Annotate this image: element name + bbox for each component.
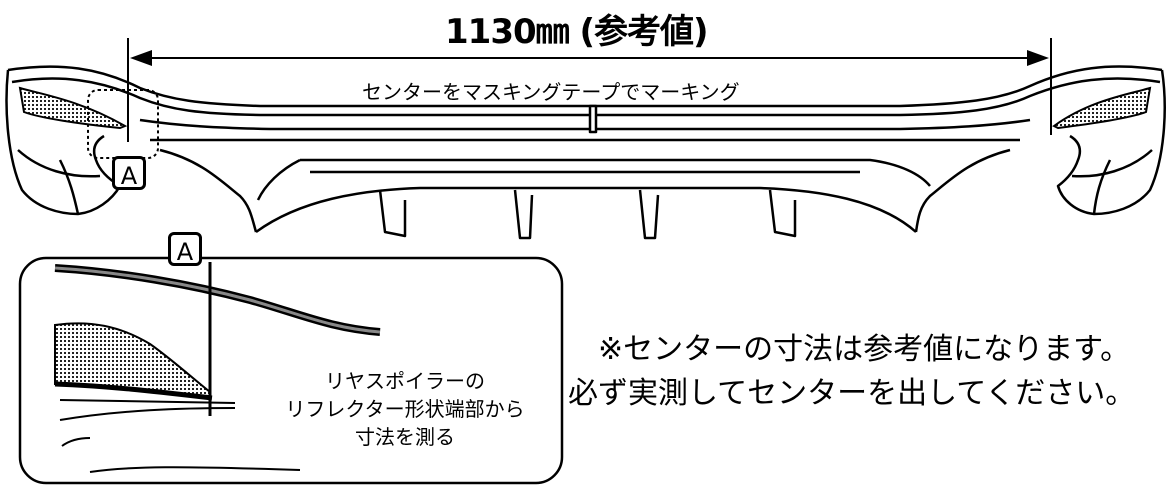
callout-line-3: 寸法を測る [355,425,455,449]
left-reflector [18,86,128,130]
right-reflector [1052,86,1152,130]
note-line-1: ※センターの寸法は参考値になります。 [598,332,1131,367]
dimension-arrow [127,38,1052,142]
detail-panel [18,256,564,485]
center-marking-note: センターをマスキングテープでマーキング [362,80,740,104]
detail-callout: リヤスポイラーの リフレクター形状端部から 寸法を測る [270,367,540,451]
reference-note: ※センターの寸法は参考値になります。 必ず実測してセンターを出してください。 [568,328,1135,416]
callout-line-1: リヤスポイラーの [325,369,485,393]
detail-tag-on-panel: A [168,232,202,266]
detail-tag-on-bumper: A [112,156,146,190]
note-line-2: 必ず実測してセンターを出してください。 [568,376,1136,411]
bumper-outline [5,65,1166,240]
callout-line-2: リフレクター形状端部から [285,397,525,421]
detail-marker [87,89,159,159]
dimension-label: 1130㎜ (参考値) [445,12,709,52]
